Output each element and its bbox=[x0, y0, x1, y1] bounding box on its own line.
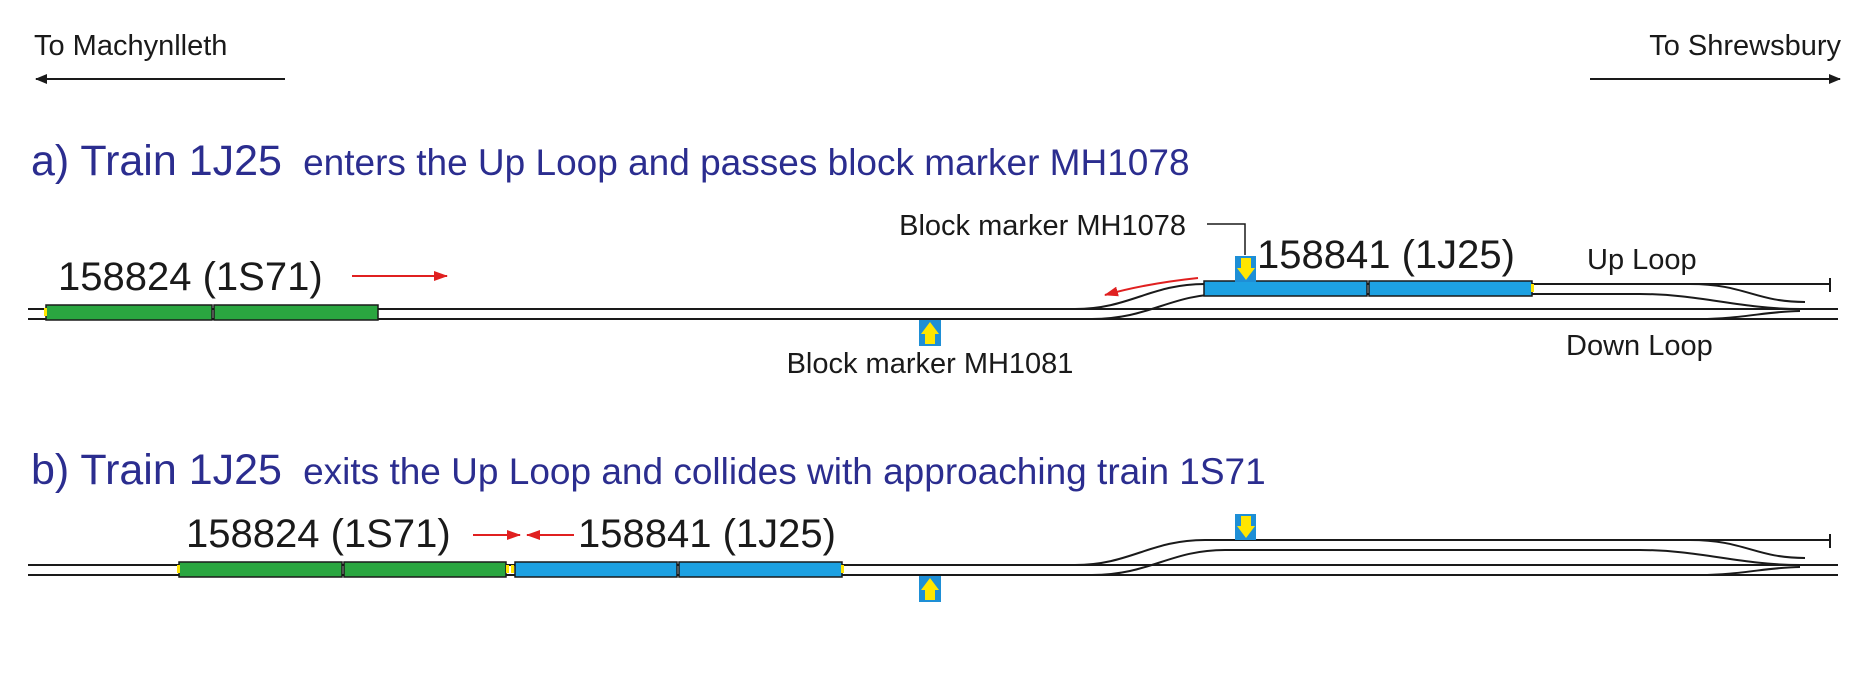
panel-a-marker-mh1078-label: Block marker MH1078 bbox=[899, 210, 1186, 242]
panel-b-marker-mh1081 bbox=[919, 576, 941, 602]
panel-a-crossover bbox=[1639, 283, 1806, 320]
panel-b-1s71-car-1 bbox=[178, 561, 343, 578]
panel-a-title-prefix: a) Train 1J25 bbox=[31, 137, 282, 185]
panel-a-1j25-car-2 bbox=[1368, 280, 1533, 297]
panel-a-down-loop-label: Down Loop bbox=[1566, 330, 1713, 362]
panel-a-1j25-label: 158841 (1J25) bbox=[1257, 233, 1515, 277]
panel-b-mh1081-arrow-up-icon bbox=[921, 578, 939, 600]
direction-right: To Shrewsbury bbox=[1590, 30, 1841, 84]
panel-b-1j25-headlight bbox=[511, 565, 514, 573]
panel-b-1j25-car-2 bbox=[678, 561, 843, 578]
panel-a-marker-mh1078-leader bbox=[1207, 223, 1246, 255]
panel-a-train-1s71 bbox=[44, 304, 379, 321]
direction-right-label: To Shrewsbury bbox=[1649, 30, 1841, 62]
panel-a-1s71-label: 158824 (1S71) bbox=[58, 255, 323, 299]
panel-a-marker-mh1078 bbox=[1235, 256, 1256, 282]
panel-a-mh1078-arrow-down-icon bbox=[1237, 258, 1255, 280]
panel-a-mh1081-arrow-up-icon bbox=[921, 322, 939, 344]
panel-a-1j25-direction-arrow bbox=[1104, 277, 1199, 297]
panel-a-up-loop-label: Up Loop bbox=[1587, 244, 1697, 276]
panel-a-marker-mh1081-label: Block marker MH1081 bbox=[787, 348, 1074, 380]
panel-b-train-1s71 bbox=[177, 561, 509, 578]
panel-a-1j25-car-1 bbox=[1203, 280, 1368, 297]
panel-b-1s71-car-2 bbox=[343, 561, 507, 578]
panel-a-title: a) Train 1J25 enters the Up Loop and pas… bbox=[31, 137, 1190, 185]
panel-a-train-1j25 bbox=[1203, 280, 1534, 297]
panel-b-mh1078-arrow-down-icon bbox=[1237, 516, 1255, 538]
panel-b-1j25-taillight bbox=[841, 565, 844, 573]
direction-left-label: To Machynlleth bbox=[34, 30, 227, 62]
panel-b-1j25-car-1 bbox=[514, 561, 678, 578]
panel-a-1s71-car-1 bbox=[45, 304, 213, 321]
panel-b-marker-mh1078 bbox=[1235, 514, 1256, 540]
direction-left: To Machynlleth bbox=[34, 30, 285, 84]
panel-b-1s71-label: 158824 (1S71) bbox=[186, 512, 451, 556]
panel-b-title: b) Train 1J25 exits the Up Loop and coll… bbox=[31, 446, 1266, 494]
panel-a-1s71-headlight bbox=[44, 308, 47, 316]
panel-b-title-suffix: exits the Up Loop and collides with appr… bbox=[303, 451, 1266, 492]
panel-b-1j25-label: 158841 (1J25) bbox=[578, 512, 836, 556]
panel-b-crossover bbox=[1639, 539, 1806, 576]
panel-b-1s71-front-light bbox=[506, 565, 509, 573]
panel-b: b) Train 1J25 exits the Up Loop and coll… bbox=[28, 446, 1838, 602]
panel-b-up-loop bbox=[1074, 534, 1831, 576]
panel-a-title-suffix: enters the Up Loop and passes block mark… bbox=[303, 142, 1189, 183]
panel-b-train-1j25 bbox=[511, 561, 844, 578]
panel-a-1j25-taillight bbox=[1531, 284, 1534, 292]
panel-b-1s71-headlight bbox=[177, 565, 180, 573]
panel-b-title-prefix: b) Train 1J25 bbox=[31, 446, 282, 494]
panel-a-1s71-car-2 bbox=[213, 304, 379, 321]
panel-a: a) Train 1J25 enters the Up Loop and pas… bbox=[28, 137, 1838, 380]
panel-a-marker-mh1081 bbox=[919, 320, 941, 346]
